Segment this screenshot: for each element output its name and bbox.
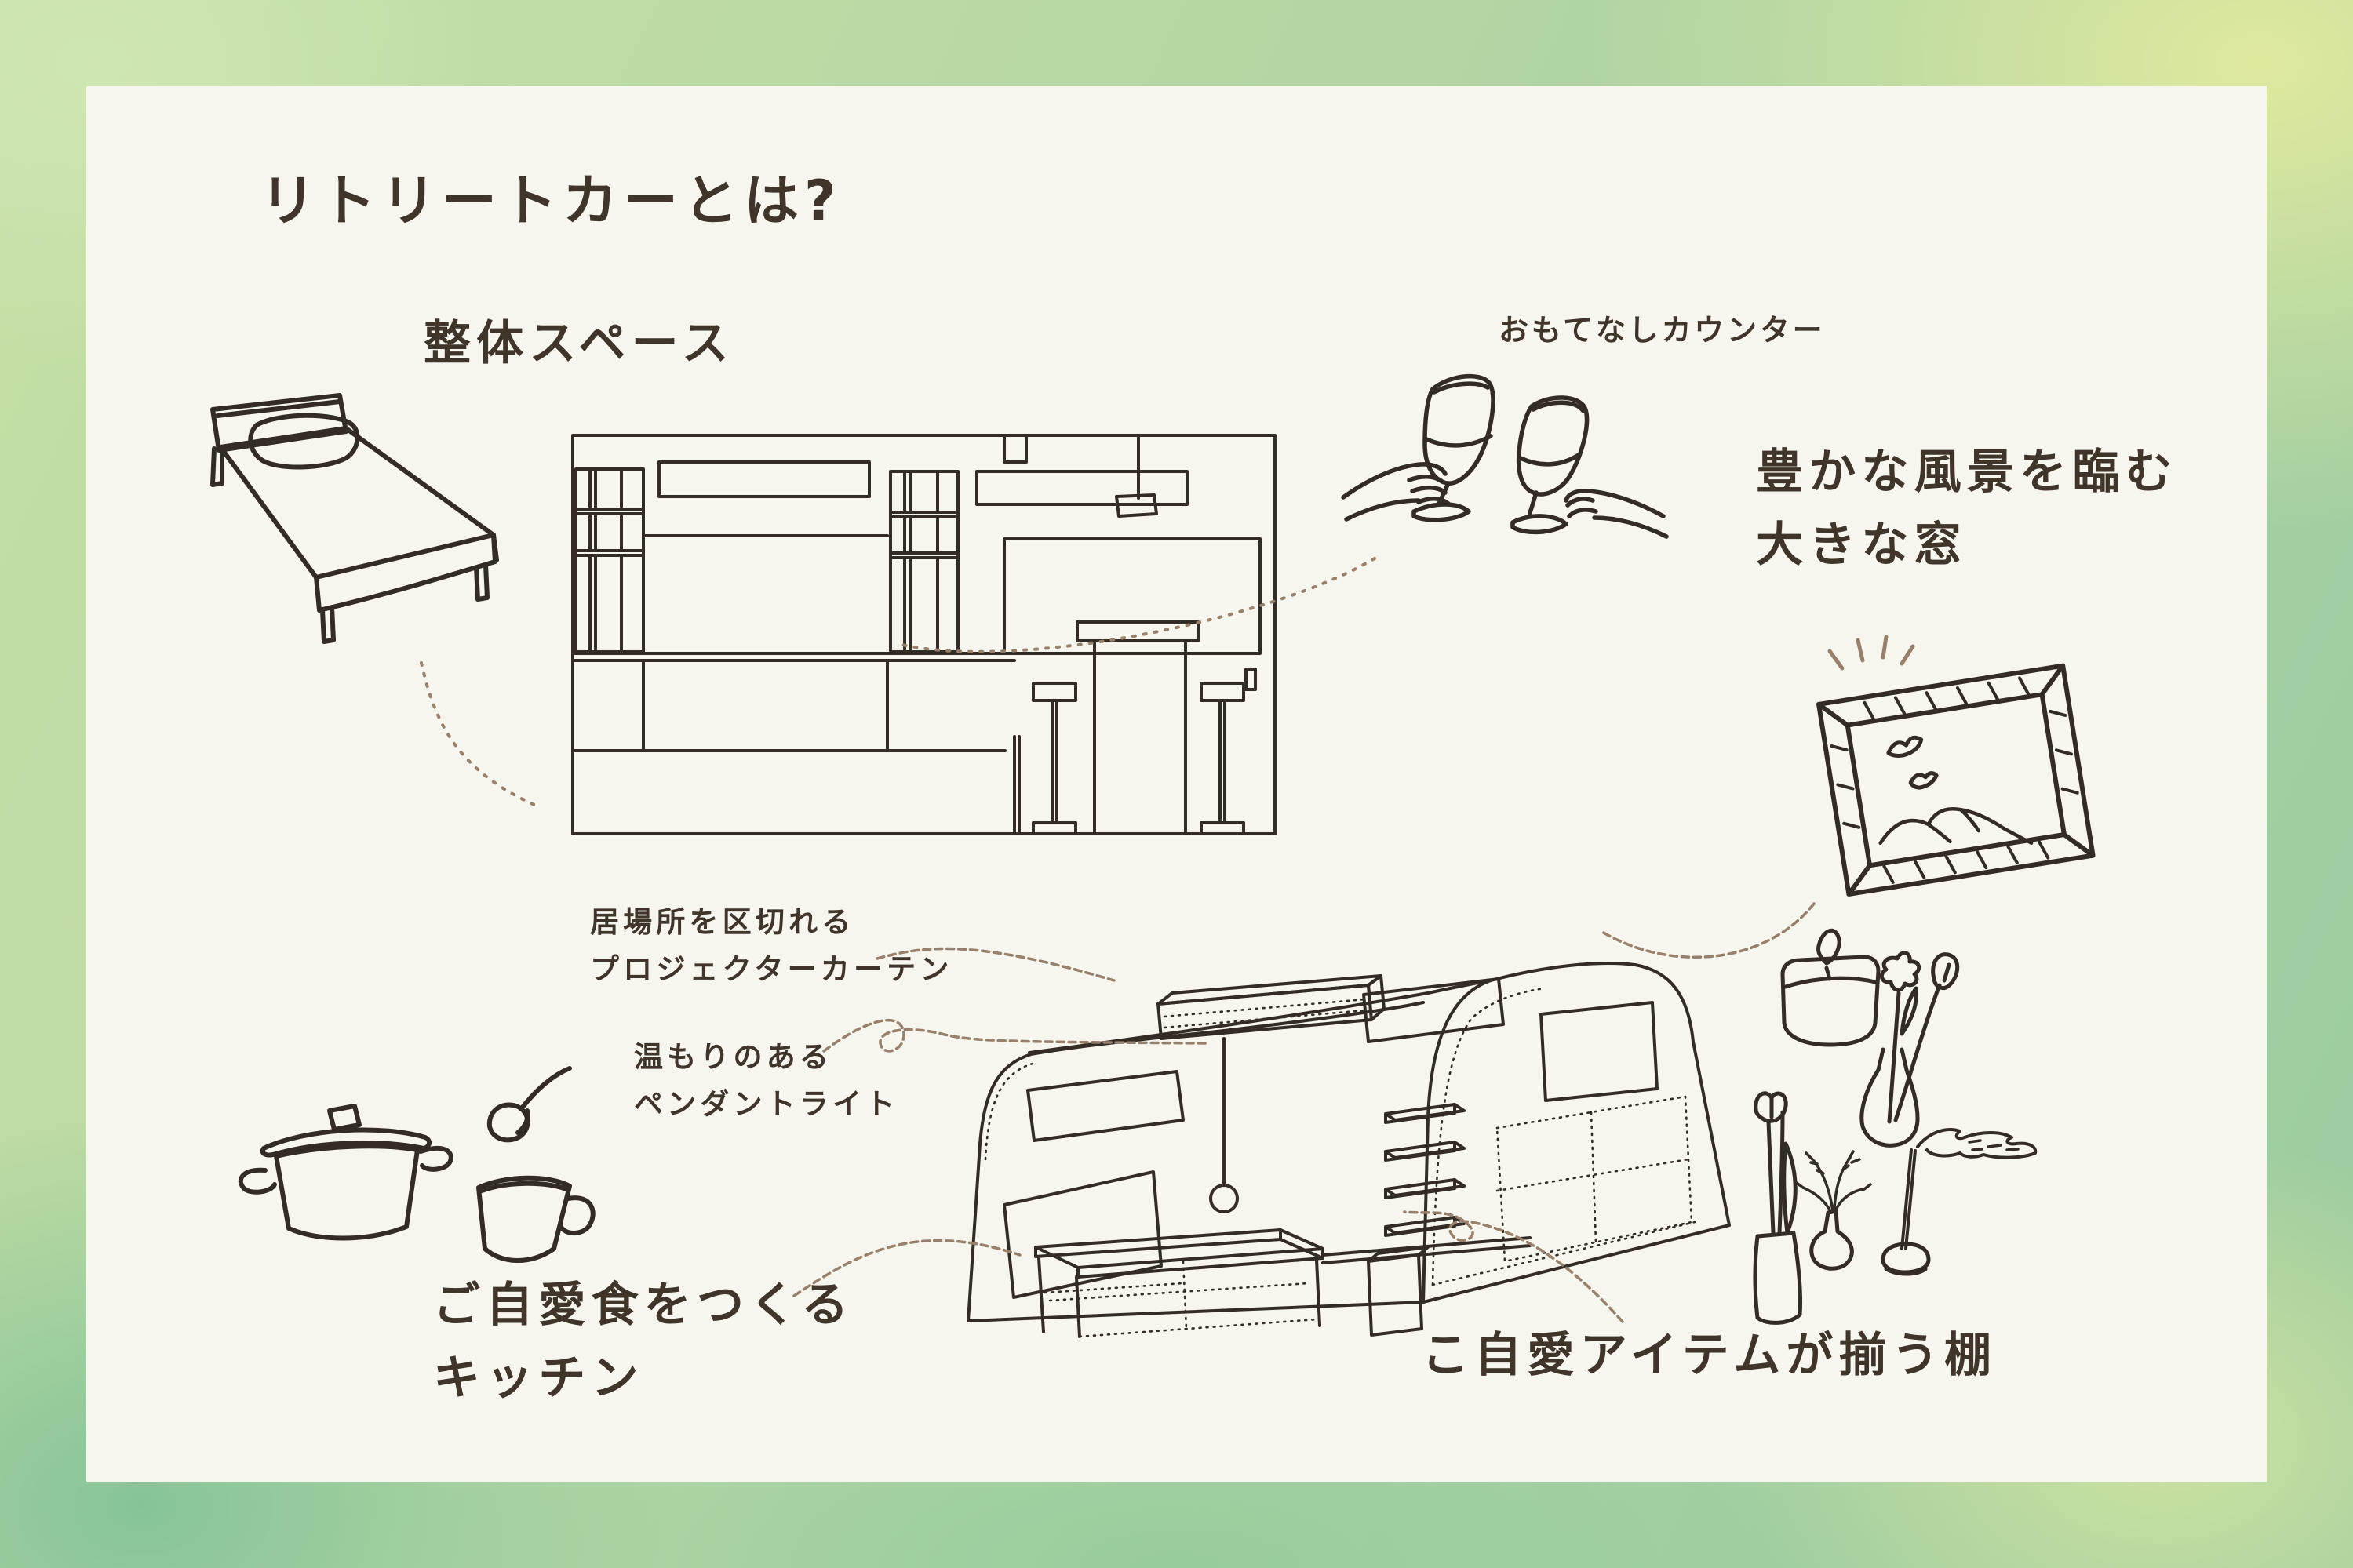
connector-frame-to-van [1601, 902, 1816, 959]
connector-kitchen-label-to-table [792, 1239, 1022, 1297]
connector-pendant-label-to-light [822, 1018, 1208, 1053]
label-pendant-light: 温もりのある ペンダントライト [634, 1040, 899, 1121]
connector-shelf-label-to-shelves [1403, 1210, 1624, 1323]
connector-bed-to-elevation [420, 661, 543, 809]
interior-elevation-sketch [571, 434, 1277, 835]
toasting-wine-glasses-sketch [1341, 373, 1669, 539]
label-omotenashi-counter: おもてなしカウンター [1499, 313, 1826, 347]
label-big-window: 豊かな風景を臨む 大きな窓 [1756, 445, 2178, 573]
label-self-care-shelf: こ自愛アイテムが揃う棚 [1422, 1328, 1998, 1383]
connector-glasses-to-counter [901, 557, 1376, 653]
label-kitchen: ご自愛食をつくる キッチン [433, 1278, 854, 1406]
bed-sketch [210, 393, 499, 644]
connector-curtain-label-to-box [876, 947, 1116, 982]
candle-vases-incense-sketch [1753, 928, 2038, 1325]
label-seitai-space: 整体スペース [424, 316, 734, 371]
framed-landscape-sketch [1816, 663, 2096, 897]
camper-van-interior-sketch [967, 962, 1731, 1338]
sparkle-icon [1827, 635, 1915, 671]
pot-spoon-cup-sketch [238, 1066, 596, 1264]
label-projector-curtain: 居場所を区切れる プロジェクターカーテン [590, 905, 953, 986]
page-title: リトリートカーとは? [260, 169, 842, 233]
